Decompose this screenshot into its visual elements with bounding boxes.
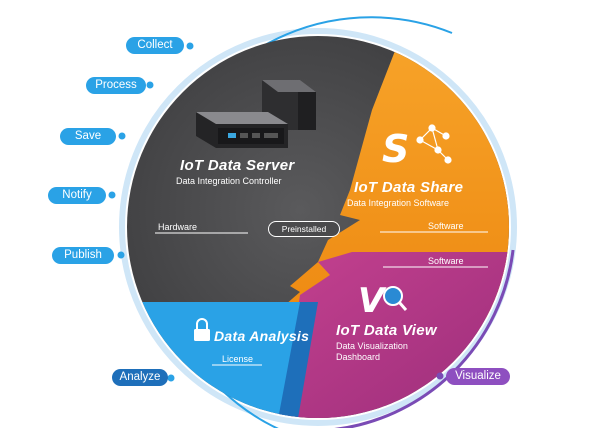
outer-ring: [119, 28, 517, 426]
publish-dot: [117, 251, 125, 259]
notify-dot: [108, 191, 116, 199]
data-view-logo-icon: V: [358, 281, 408, 321]
preinstalled-badge: Preinstalled: [268, 221, 340, 237]
analyze-label: Analyze: [119, 371, 161, 383]
collect-dot: [186, 42, 194, 50]
preinstalled-label: Preinstalled: [281, 224, 327, 234]
hardware-tag: Hardware: [158, 222, 198, 232]
process-label: Process: [95, 79, 137, 91]
view-software-tag: Software: [428, 256, 464, 266]
svg-text:S: S: [382, 127, 409, 171]
view-title: IoT Data View: [336, 322, 437, 339]
collect-label: Collect: [137, 39, 173, 51]
analyze-dot: [167, 374, 175, 382]
share-segment: [270, 36, 509, 318]
process-dot: [146, 81, 154, 89]
lock-icon: [194, 318, 210, 341]
server-device-image: [196, 80, 316, 148]
data-share-logo-icon: S: [382, 124, 452, 171]
notify-label: Notify: [62, 189, 92, 201]
view-subtitle-line1: Data Visualization: [336, 341, 408, 351]
save-label: Save: [74, 130, 102, 142]
share-software-tag: Software: [428, 221, 464, 231]
step-publish: Publish: [52, 247, 114, 264]
step-save: Save: [60, 128, 116, 145]
license-tag: License: [222, 354, 254, 364]
visualize-label: Visualize: [455, 370, 501, 382]
step-collect: Collect: [126, 37, 184, 54]
server-title: IoT Data Server: [180, 157, 295, 174]
publish-label: Publish: [64, 249, 102, 261]
step-notify: Notify: [48, 187, 106, 204]
step-dots: [108, 42, 194, 382]
share-subtitle: Data Integration Software: [347, 198, 450, 208]
visualize-dot: [436, 372, 444, 380]
save-dot: [118, 132, 126, 140]
share-title: IoT Data Share: [354, 179, 464, 196]
view-subtitle-line2: Dashboard: [336, 352, 381, 362]
step-visualize: Visualize: [446, 368, 510, 385]
svg-text:V: V: [358, 281, 387, 321]
analysis-edge: [276, 302, 318, 418]
server-subtitle: Data Integration Controller: [176, 176, 282, 186]
step-analyze: Analyze: [112, 369, 168, 386]
step-process: Process: [86, 77, 146, 94]
analysis-title: Data Analysis: [214, 328, 310, 344]
